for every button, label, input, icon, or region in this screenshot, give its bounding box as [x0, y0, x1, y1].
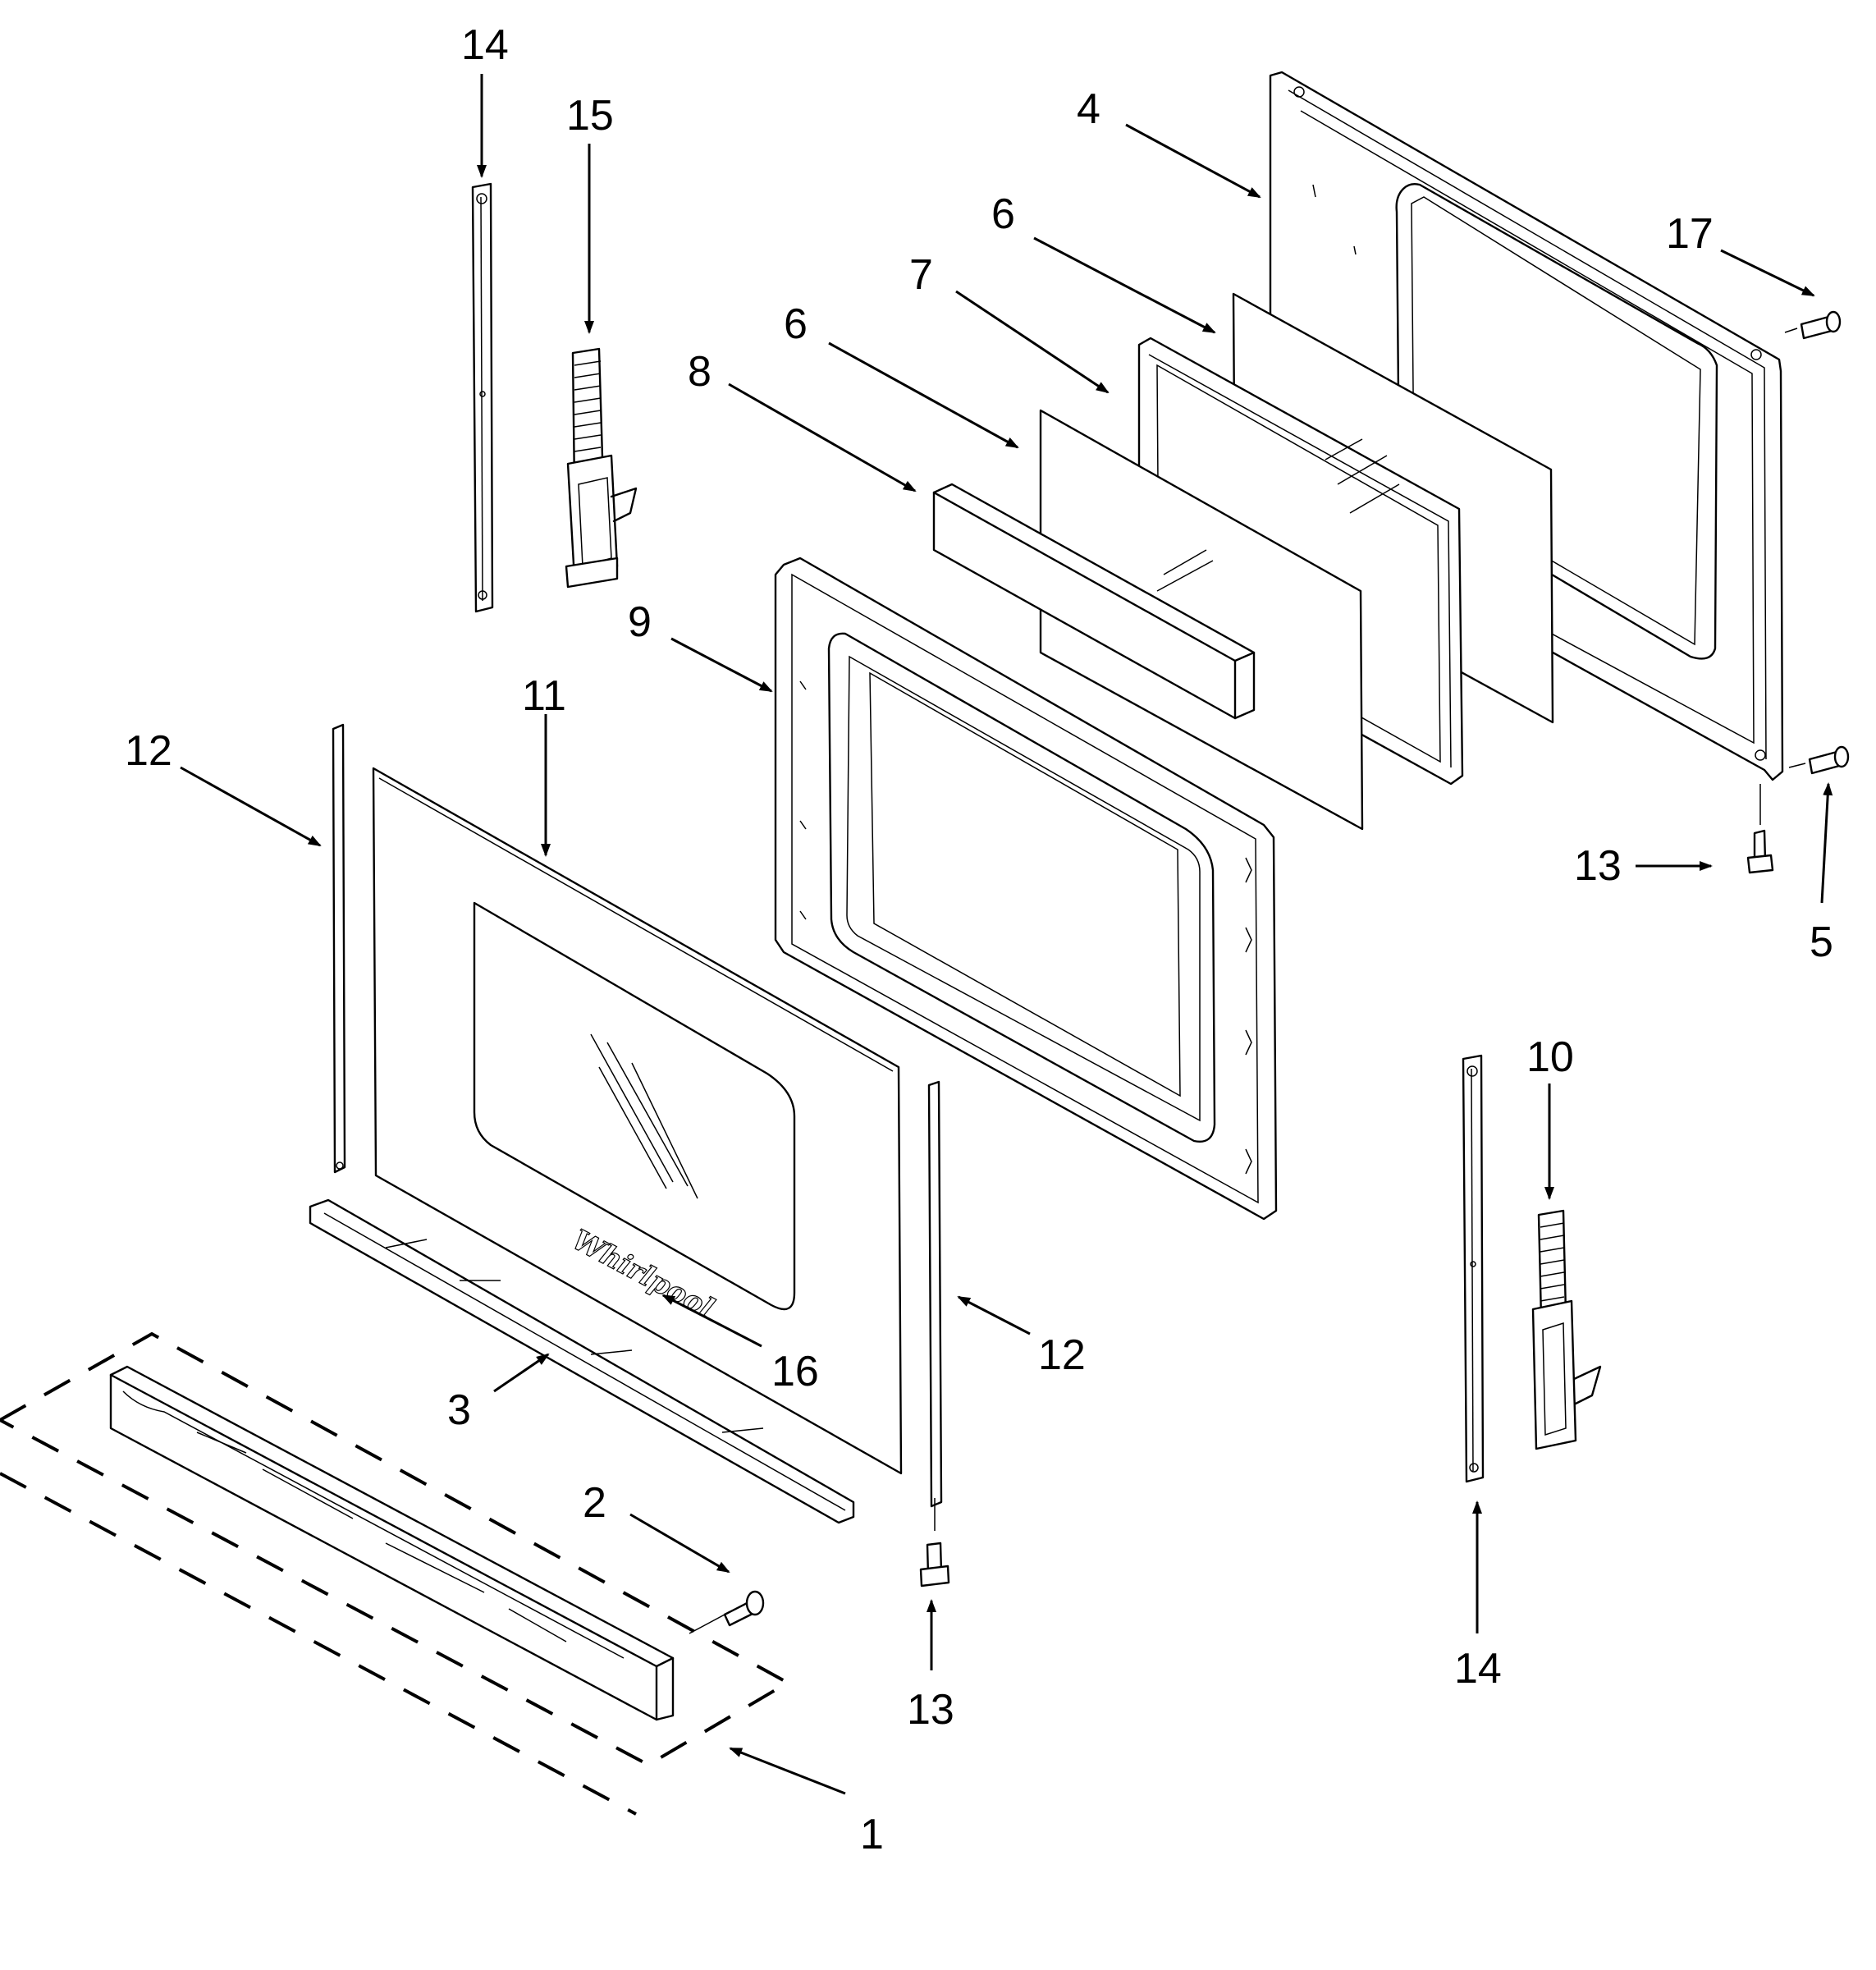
door-bottom-trim — [309, 1198, 855, 1524]
label-part-2: 2 — [583, 1479, 606, 1527]
outer-door-panel — [774, 557, 1278, 1221]
label-part-12-right: 12 — [1038, 1331, 1086, 1379]
label-part-10: 10 — [1526, 1033, 1574, 1081]
panel-screw-upper — [1784, 310, 1842, 340]
label-part-12-left: 12 — [125, 727, 172, 775]
oven-door-hinge-upper — [565, 347, 638, 589]
label-part-17: 17 — [1666, 210, 1714, 258]
trim-screw-right — [1746, 784, 1774, 874]
label-part-7: 7 — [909, 251, 933, 299]
label-part-9: 9 — [628, 598, 652, 646]
label-part-14-bottom: 14 — [1454, 1645, 1502, 1693]
label-part-4: 4 — [1077, 85, 1100, 133]
label-part-8: 8 — [688, 348, 712, 396]
label-part-1: 1 — [860, 1811, 884, 1858]
trim-screw-bottom — [919, 1542, 950, 1587]
part-number-labels: 14 15 4 6 17 7 6 8 9 11 12 13 5 10 12 16… — [125, 21, 1833, 1858]
hinge-rail-left — [471, 182, 494, 613]
insulation-block — [932, 483, 1256, 720]
label-part-13-bottom: 13 — [907, 1686, 954, 1734]
label-part-6-back: 6 — [991, 190, 1015, 238]
outer-door-glass: Whirlpool — [372, 767, 903, 1475]
handle-kit-dashed-outline — [0, 1331, 792, 1816]
door-handle — [109, 1365, 675, 1721]
hinge-rail-right — [1462, 1054, 1485, 1483]
label-part-16: 16 — [771, 1348, 819, 1395]
side-trim-right — [927, 1080, 943, 1531]
oven-door-hinge-lower — [1531, 1209, 1602, 1450]
panel-screw-lower — [1788, 745, 1850, 775]
label-part-14-top: 14 — [461, 21, 509, 69]
label-part-11: 11 — [522, 672, 566, 720]
label-part-15: 15 — [566, 92, 614, 140]
side-trim-left — [332, 723, 346, 1174]
label-part-6-front: 6 — [784, 300, 808, 348]
handle-screw — [689, 1590, 765, 1634]
label-part-3: 3 — [447, 1386, 471, 1434]
label-part-13-right: 13 — [1574, 842, 1622, 890]
leader-arrows — [180, 74, 1833, 1795]
label-part-5: 5 — [1810, 919, 1833, 966]
